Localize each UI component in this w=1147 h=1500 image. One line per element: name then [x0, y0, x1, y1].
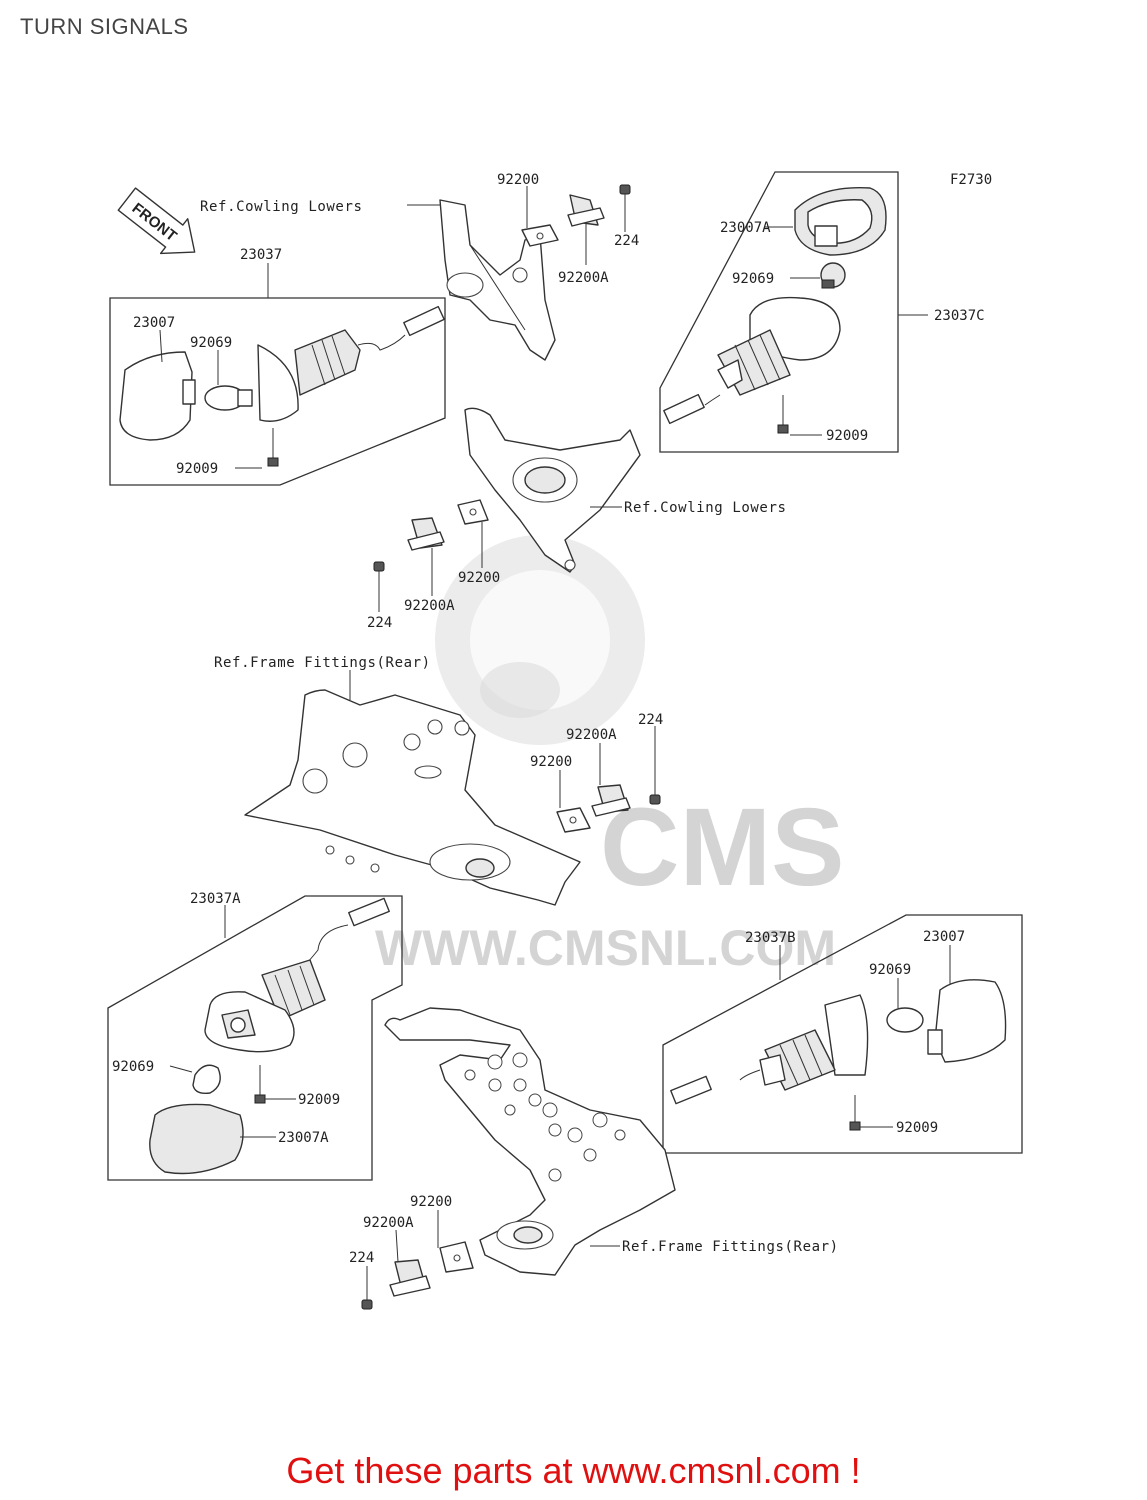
group-box-23037B	[662, 914, 1023, 1154]
screw-224-top	[619, 184, 631, 214]
screw-224-rear-upper	[649, 760, 661, 805]
screw-92009-d	[849, 1095, 861, 1131]
label-224-rear-upper: 224	[638, 712, 663, 728]
figure-code: F2730	[950, 172, 992, 188]
part-labels: Ref.Cowling Lowers 92200 224 92200A 2303…	[112, 172, 985, 1266]
label-92009-rear-left: 92009	[298, 1092, 340, 1108]
label-92200-mid: 92200	[458, 570, 500, 586]
label-92069-rear-left: 92069	[112, 1059, 154, 1075]
label-224-top: 224	[614, 233, 639, 249]
group-box-23037A	[107, 895, 403, 1181]
label-23007A-rear-left: 23007A	[278, 1130, 329, 1146]
screw-92009-b	[777, 395, 789, 434]
label-ref-cowling-lowers-top: Ref.Cowling Lowers	[200, 199, 363, 215]
label-ref-cowling-lowers-mid: Ref.Cowling Lowers	[624, 500, 787, 516]
label-92069-front-left: 92069	[190, 335, 232, 351]
page-title: TURN SIGNALS	[20, 14, 189, 39]
watermark-url: WWW.CMSNL.COM	[375, 920, 836, 976]
label-92200A-rear-upper: 92200A	[566, 727, 617, 743]
screw-224-mid	[373, 561, 385, 596]
label-92200A-top: 92200A	[558, 270, 609, 286]
group-box-23037	[109, 297, 446, 486]
label-92200A-mid: 92200A	[404, 598, 455, 614]
clip-92200A-rear-lower	[389, 1259, 431, 1297]
screw-224-rear-lower	[361, 1270, 373, 1310]
label-23007A-front-right: 23007A	[720, 220, 771, 236]
cowling-bracket-middle	[464, 407, 641, 573]
frame-fitting-rear-upper	[244, 689, 581, 906]
screw-92009-c	[254, 1065, 266, 1104]
turn-signal-rear-left	[149, 897, 390, 1175]
cms-watermark: CMS WWW.CMSNL.COM	[375, 535, 844, 976]
clip-92200A-mid	[407, 517, 445, 551]
label-92069-front-right: 92069	[732, 271, 774, 287]
label-ref-frame-fittings-rear-top: Ref.Frame Fittings(Rear)	[214, 655, 431, 671]
clip-92200A-top	[567, 194, 605, 227]
clip-92200-top	[521, 224, 559, 247]
frame-fitting-rear-lower	[384, 1007, 676, 1276]
label-224-mid: 224	[367, 615, 392, 631]
screw-92009-a	[267, 428, 279, 467]
label-92009-front-right: 92009	[826, 428, 868, 444]
label-23007-front-left: 23007	[133, 315, 175, 331]
label-ref-frame-fittings-rear-bottom: Ref.Frame Fittings(Rear)	[622, 1239, 839, 1255]
group-box-23037C	[659, 171, 899, 453]
clip-92200-mid	[457, 499, 489, 525]
leader-lines	[159, 186, 951, 1270]
label-23037B: 23037B	[745, 930, 796, 946]
label-92009-front-left: 92009	[176, 461, 218, 477]
label-23037A: 23037A	[190, 891, 241, 907]
turn-signal-front-left	[119, 305, 445, 467]
cowling-bracket-upper	[439, 199, 556, 361]
label-23037: 23037	[240, 247, 282, 263]
exploded-parts-diagram: CMS WWW.CMSNL.COM F2730 FRONT	[107, 171, 1023, 1310]
label-92009-rear-right: 92009	[896, 1120, 938, 1136]
turn-signal-rear-right	[670, 979, 1007, 1131]
label-23007-rear-right: 23007	[923, 929, 965, 945]
clip-92200-rear-lower	[439, 1241, 474, 1273]
label-92200-top: 92200	[497, 172, 539, 188]
watermark-brand: CMS	[600, 786, 844, 909]
clip-92200A-rear-upper	[591, 784, 631, 817]
clip-92200-rear-upper	[556, 807, 591, 833]
footer-cta-link[interactable]: Get these parts at www.cmsnl.com !	[286, 1450, 861, 1491]
label-92200-rear-upper: 92200	[530, 754, 572, 770]
front-arrow-icon: FRONT	[117, 187, 196, 255]
label-224-rear-lower: 224	[349, 1250, 374, 1266]
turn-signal-front-right	[663, 186, 887, 434]
label-23037C: 23037C	[934, 308, 985, 324]
label-92200-rear-lower: 92200	[410, 1194, 452, 1210]
label-92200A-rear-lower: 92200A	[363, 1215, 414, 1231]
label-92069-rear-right: 92069	[869, 962, 911, 978]
